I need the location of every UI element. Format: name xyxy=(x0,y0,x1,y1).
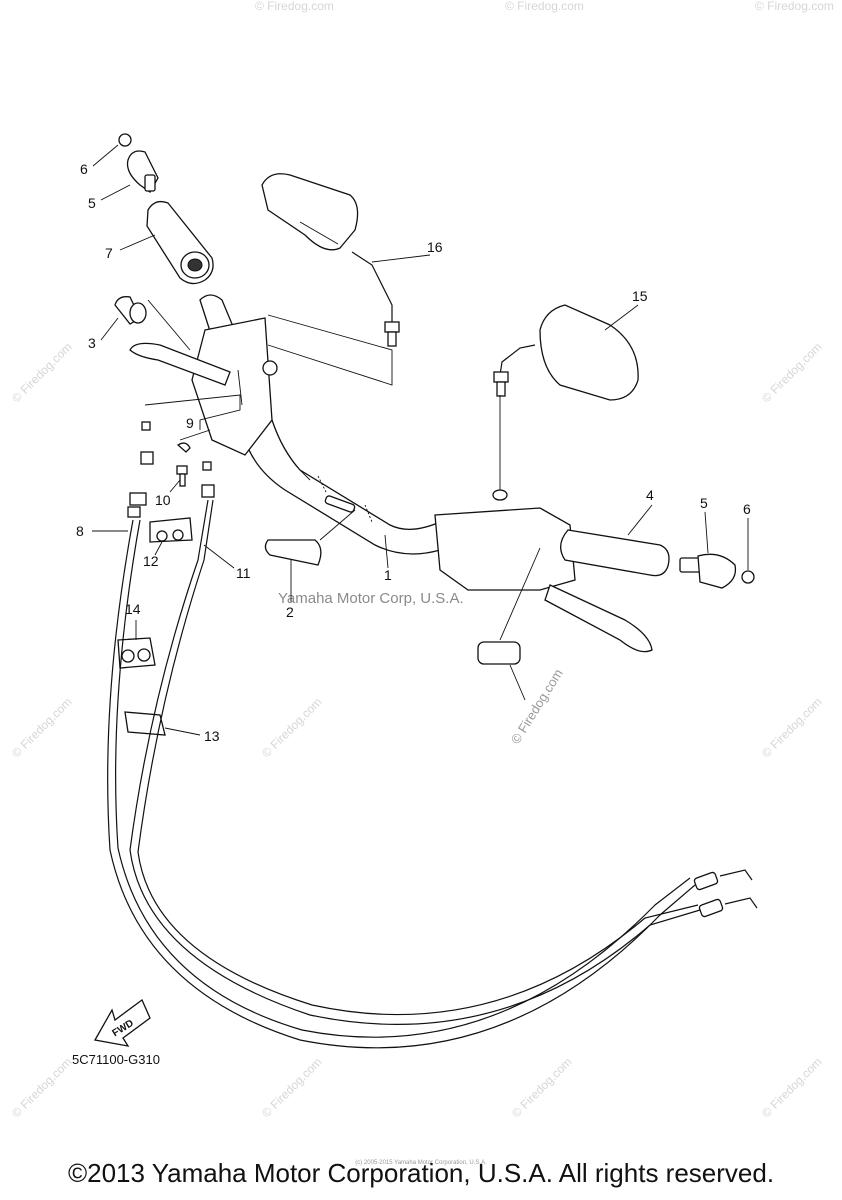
part-label-6: 6 xyxy=(80,161,88,177)
part-label-11: 11 xyxy=(236,565,251,581)
throttle-cables xyxy=(107,499,758,1049)
diagram-code: 5C71100-G310 xyxy=(72,1052,160,1067)
watermark-tile: © Firedog.com xyxy=(759,695,825,761)
watermark-tile: © Firedog.com xyxy=(9,340,75,406)
part-label-13: 13 xyxy=(204,728,220,744)
mirror-right xyxy=(493,304,639,401)
right-lever-assembly xyxy=(434,489,653,653)
cable-fittings-left xyxy=(127,421,215,518)
copyright-footer: ©2013 Yamaha Motor Corporation, U.S.A. A… xyxy=(67,1158,775,1188)
cable-clamp-13 xyxy=(124,711,166,736)
part-label-4: 4 xyxy=(646,487,654,503)
left-lever-assembly xyxy=(129,317,278,456)
part-label-8: 8 xyxy=(76,523,84,539)
watermark-yamaha: Yamaha Motor Corp, U.S.A. xyxy=(278,590,464,607)
part-label-12: 12 xyxy=(143,553,159,569)
watermark-tile: © Firedog.com xyxy=(9,695,75,761)
watermark-tile: © Firedog.com xyxy=(259,695,325,761)
left-grip xyxy=(146,200,214,285)
part-label-15: 15 xyxy=(632,288,648,304)
watermark-tile: © Firedog.com xyxy=(259,1055,325,1121)
part-label-14: 14 xyxy=(125,601,141,617)
watermark-tile: © Firedog.com xyxy=(509,1055,575,1121)
right-grip xyxy=(560,529,670,577)
part-label-2: 2 xyxy=(286,604,294,620)
part-label-5-right: 5 xyxy=(700,495,708,511)
cable-clamp-12 xyxy=(149,517,193,543)
part-label-9: 9 xyxy=(186,415,194,431)
cable-clamp-3 xyxy=(114,296,147,325)
watermark-tile: © Firedog.com xyxy=(759,340,825,406)
fwd-arrow-icon: FWD xyxy=(93,998,151,1047)
part-label-16: 16 xyxy=(427,239,443,255)
rubber-piece xyxy=(477,641,521,665)
part-label-3: 3 xyxy=(88,335,96,351)
part-labels: 6 5 7 3 9 10 8 12 11 2 1 14 13 16 15 4 5… xyxy=(76,144,751,744)
part-label-5: 5 xyxy=(88,195,96,211)
watermark-tile: © Firedog.com xyxy=(255,0,334,13)
part-label-1: 1 xyxy=(384,567,392,583)
leader-lines xyxy=(144,299,541,701)
left-bar-end xyxy=(118,133,159,193)
watermark-tile: © Firedog.com xyxy=(505,0,584,13)
mirror-left xyxy=(261,173,400,347)
watermark-firedog: © Firedog.com xyxy=(508,666,566,746)
grip-sleeve-2 xyxy=(264,539,322,566)
cable-clamp-14 xyxy=(117,637,156,669)
tiny-credit: (c) 2005-2015 Yamaha Motor Corporation, … xyxy=(355,1160,487,1166)
part-label-10: 10 xyxy=(155,492,171,508)
part-label-7: 7 xyxy=(105,245,113,261)
watermark-tile: © Firedog.com xyxy=(759,1055,825,1121)
watermark-tile: © Firedog.com xyxy=(755,0,834,13)
watermark-tile: © Firedog.com xyxy=(9,1055,75,1121)
part-label-6-right: 6 xyxy=(743,501,751,517)
right-bar-end xyxy=(679,553,755,589)
